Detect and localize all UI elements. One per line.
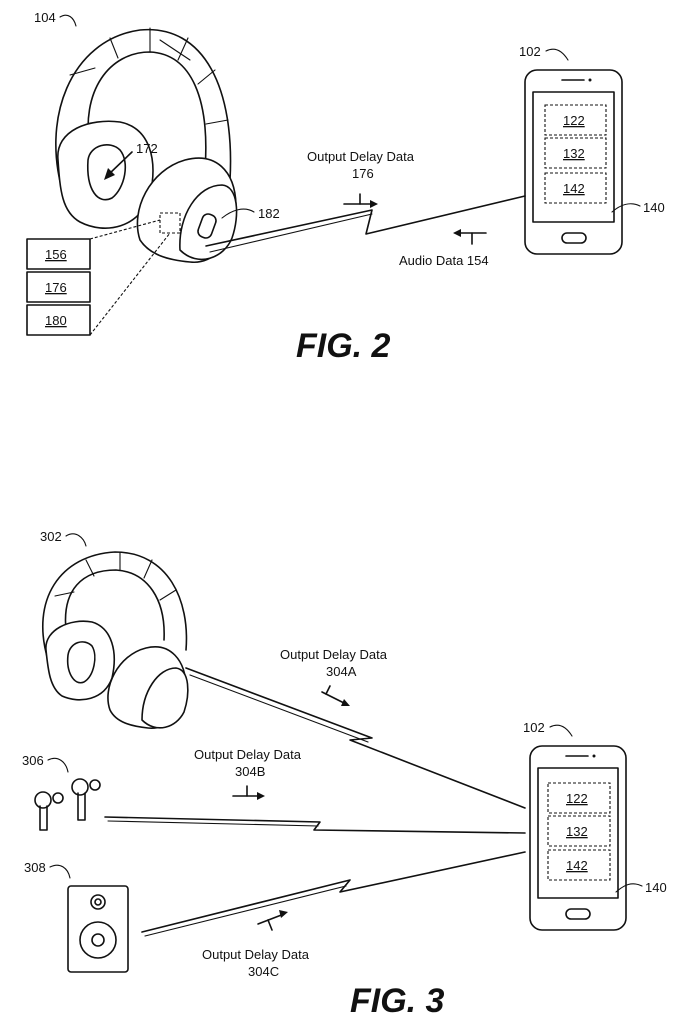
fig3-earbuds-icon <box>35 779 100 830</box>
fig3-phone-label-142: 142 <box>566 858 588 873</box>
fig2-output-delay-arrow <box>344 194 378 208</box>
fig3-delay-b-label: Output Delay Data <box>194 747 302 762</box>
fig3-delay-b-arrow <box>233 786 265 800</box>
fig2-audio-data-arrow <box>453 229 486 244</box>
fig3-phone-label-122: 122 <box>566 791 588 806</box>
fig2-phone-ref: 102 <box>519 44 541 59</box>
fig2-headphones-ref: 104 <box>34 10 56 25</box>
memory-label-176: 176 <box>45 280 67 295</box>
fig2-output-delay-label: Output Delay Data <box>307 149 415 164</box>
fig3-delay-c-label: Output Delay Data <box>202 947 310 962</box>
fig3-phone-icon: 122 132 142 <box>530 746 626 930</box>
fig2-phone-icon: 122 132 142 <box>525 70 622 254</box>
fig2-earcup-ref: 172 <box>136 141 158 156</box>
fig2-title: FIG. 2 <box>296 327 391 365</box>
fig2-phone-label-142: 142 <box>563 181 585 196</box>
fig3-headphones-ref: 302 <box>40 529 62 544</box>
fig3-delay-a-ref: 304A <box>326 664 357 679</box>
fig3-delay-b-ref: 304B <box>235 764 265 779</box>
fig2-phone-label-122: 122 <box>563 113 585 128</box>
fig2-screen-ref: 140 <box>643 200 665 215</box>
fig3-earbuds-ref: 306 <box>22 753 44 768</box>
fig2-figure: 104 172 182 156 176 180 Output Delay Dat… <box>27 10 665 365</box>
fig3-phone-ref: 102 <box>523 720 545 735</box>
fig3-screen-ref: 140 <box>645 880 667 895</box>
fig3-delay-a-label: Output Delay Data <box>280 647 388 662</box>
fig3-link-headphones <box>186 668 525 808</box>
fig3-figure: 302 306 308 Output Del <box>22 529 667 1020</box>
fig3-phone-label-132: 132 <box>566 824 588 839</box>
memory-label-156: 156 <box>45 247 67 262</box>
fig3-headphones-icon <box>43 552 188 728</box>
fig3-speaker-ref: 308 <box>24 860 46 875</box>
fig3-delay-c-ref: 304C <box>248 964 279 979</box>
fig3-speaker-icon <box>68 886 128 972</box>
fig3-delay-a-arrow <box>322 686 350 706</box>
fig2-output-delay-ref: 176 <box>352 166 374 181</box>
fig3-delay-c-arrow <box>258 910 288 930</box>
fig2-phone-label-132: 132 <box>563 146 585 161</box>
memory-label-180: 180 <box>45 313 67 328</box>
fig2-audio-data-label: Audio Data 154 <box>399 253 489 268</box>
fig3-link-speaker <box>142 852 525 932</box>
fig3-link-earbuds <box>105 817 525 833</box>
fig3-title: FIG. 3 <box>350 982 445 1020</box>
fig2-sensor-ref: 182 <box>258 206 280 221</box>
